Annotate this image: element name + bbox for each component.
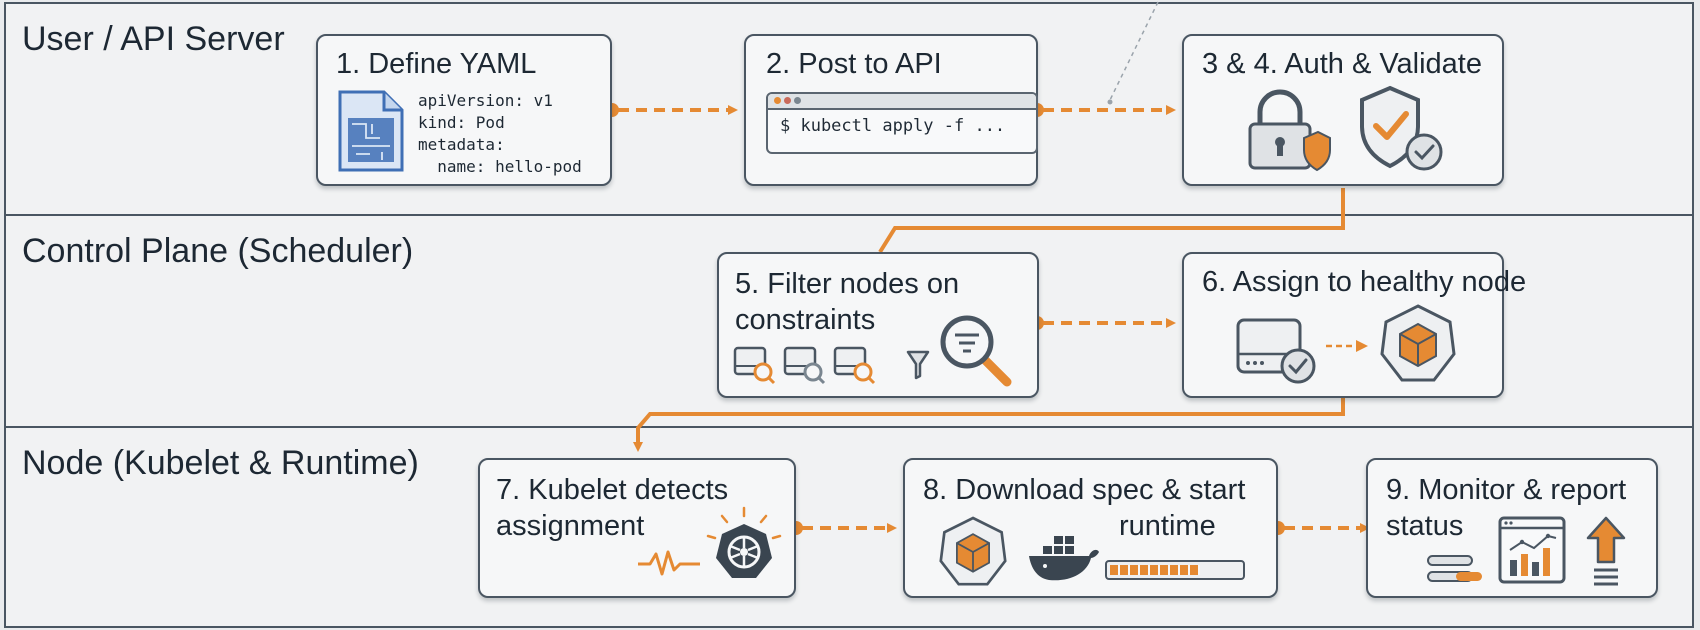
status-toggles-icon xyxy=(1427,555,1482,582)
step-title: 7. Kubelet detects assignment xyxy=(496,472,728,544)
assign-arrow-icon xyxy=(1326,340,1368,352)
terminal-icon: $ kubectl apply -f ... xyxy=(766,92,1038,154)
yaml-content: apiVersion: v1 kind: Pod metadata: name:… xyxy=(418,90,582,178)
step-title-line: status xyxy=(1386,510,1464,542)
step-title: 5. Filter nodes on constraints xyxy=(735,266,959,338)
upload-arrow-icon xyxy=(1586,516,1626,586)
lock-icon xyxy=(1248,89,1331,172)
yaml-line: name: hello-pod xyxy=(418,157,582,176)
step-title-line: 8. Download spec & start xyxy=(923,474,1246,506)
step-define-yaml: 1. Define YAML apiVersion: v1 kind: Pod … xyxy=(316,34,612,186)
step-title-line: runtime xyxy=(1119,510,1216,542)
heartbeat-icon xyxy=(638,550,700,576)
step-title: 3 & 4. Auth & Validate xyxy=(1202,48,1482,80)
step-auth-validate: 3 & 4. Auth & Validate xyxy=(1182,34,1504,186)
dashboard-chart-icon xyxy=(1498,516,1566,584)
step-title: 9. Monitor & report status xyxy=(1386,472,1626,544)
step-title-line: assignment xyxy=(496,510,645,542)
step-title-line: 7. Kubelet detects xyxy=(496,474,729,506)
yaml-line: metadata: xyxy=(418,135,505,154)
server-check-icon xyxy=(1236,318,1316,384)
yaml-line: kind: Pod xyxy=(418,113,505,132)
step-monitor-report: 9. Monitor & report status xyxy=(1366,458,1658,598)
magnifier-icon xyxy=(940,315,1012,387)
blueprint-icon xyxy=(338,90,404,172)
step-title-line: 5. Filter nodes on xyxy=(735,268,960,300)
lane-title: User / API Server xyxy=(22,20,285,58)
step-title-line: 9. Monitor & report xyxy=(1386,474,1627,506)
step-kubelet-detects: 7. Kubelet detects assignment xyxy=(478,458,796,598)
step-title: 6. Assign to healthy node xyxy=(1202,266,1527,298)
step-title: 2. Post to API xyxy=(766,48,942,80)
node-search-icon xyxy=(733,346,876,385)
step-filter-nodes: 5. Filter nodes on constraints xyxy=(717,252,1039,398)
step-download-start: 8. Download spec & start runtime xyxy=(903,458,1278,598)
step-assign-node: 6. Assign to healthy node xyxy=(1182,252,1526,398)
lane-title: Control Plane (Scheduler) xyxy=(22,232,414,270)
pod-cube-icon xyxy=(1380,304,1456,382)
step-title: 1. Define YAML xyxy=(336,48,537,80)
step-title-line: constraints xyxy=(735,304,876,336)
kubectl-command: $ kubectl apply -f ... xyxy=(780,116,1006,136)
step-title: 8. Download spec & start runtime xyxy=(923,472,1245,544)
kubernetes-icon xyxy=(706,506,782,578)
pod-cube-icon xyxy=(939,516,1007,586)
yaml-line: apiVersion: v1 xyxy=(418,91,553,110)
shield-check-icon xyxy=(1360,85,1443,171)
lane-title: Node (Kubelet & Runtime) xyxy=(22,444,419,482)
docker-whale-icon xyxy=(1029,536,1099,581)
step-post-to-api: 2. Post to API $ kubectl apply -f ... xyxy=(744,34,1038,186)
progress-bar-icon xyxy=(1105,560,1245,580)
funnel-icon xyxy=(906,350,930,380)
